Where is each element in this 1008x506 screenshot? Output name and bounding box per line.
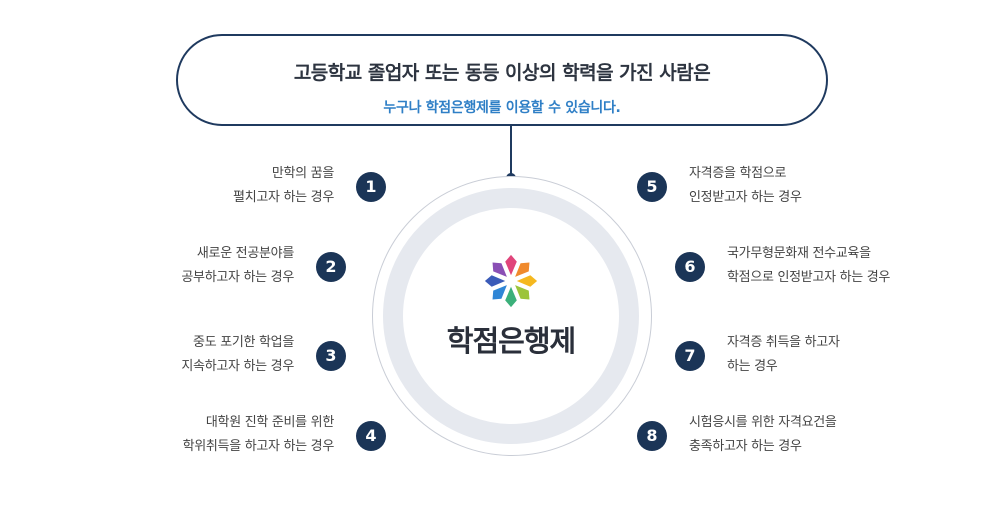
reason-line1: 중도 포기한 학업을 [193, 335, 294, 350]
reason-text-2: 새로운 전공분야를 공부하고자 하는 경우 [94, 242, 294, 290]
reason-number-4: 4 [356, 421, 386, 451]
reason-number-1: 1 [356, 172, 386, 202]
reason-text-1: 만학의 꿈을 펼치고자 하는 경우 [134, 162, 334, 210]
reason-text-8: 시험응시를 위한 자격요건을 충족하고자 하는 경우 [689, 411, 929, 459]
reason-text-5: 자격증을 학점으로 인정받고자 하는 경우 [689, 162, 909, 210]
reason-line2: 하는 경우 [727, 359, 778, 374]
reason-line1: 자격증 취득을 하고자 [727, 335, 840, 350]
reason-line1: 대학원 진학 준비를 위한 [205, 415, 334, 430]
reason-line1: 시험응시를 위한 자격요건을 [689, 415, 837, 430]
reason-line2: 펼치고자 하는 경우 [233, 190, 334, 205]
reason-line2: 지속하고자 하는 경우 [181, 359, 294, 374]
reason-line2: 인정받고자 하는 경우 [689, 190, 802, 205]
flower-logo-icon [484, 254, 538, 308]
reason-number-5: 5 [637, 172, 667, 202]
reason-line2: 충족하고자 하는 경우 [689, 439, 802, 454]
reason-line2: 공부하고자 하는 경우 [181, 270, 294, 285]
reason-line2: 학점으로 인정받고자 하는 경우 [727, 270, 891, 285]
reason-number-3: 3 [316, 341, 346, 371]
eligibility-banner: 고등학교 졸업자 또는 동등 이상의 학력을 가진 사람은 누구나 학점은행제를… [176, 34, 828, 126]
reason-line2: 학위취득을 하고자 하는 경우 [182, 439, 335, 454]
banner-title: 고등학교 졸업자 또는 동등 이상의 학력을 가진 사람은 [293, 62, 711, 84]
reason-text-6: 국가무형문화재 전수교육을 학점으로 인정받고자 하는 경우 [727, 242, 967, 290]
reason-line1: 새로운 전공분야를 [196, 246, 294, 261]
reason-number-6: 6 [675, 252, 705, 282]
reason-text-3: 중도 포기한 학업을 지속하고자 하는 경우 [94, 331, 294, 379]
center-title: 학점은행제 [446, 324, 576, 358]
banner-subtitle: 누구나 학점은행제를 이용할 수 있습니다. [383, 100, 621, 116]
reason-text-7: 자격증 취득을 하고자 하는 경우 [727, 331, 967, 379]
reason-number-7: 7 [675, 341, 705, 371]
reason-text-4: 대학원 진학 준비를 위한 학위취득을 하고자 하는 경우 [114, 411, 335, 459]
connector-line [510, 126, 512, 178]
reason-number-8: 8 [637, 421, 667, 451]
reason-line1: 자격증을 학점으로 [689, 166, 787, 181]
center-ring [383, 188, 639, 444]
reason-line1: 만학의 꿈을 [271, 166, 334, 181]
reason-number-2: 2 [316, 252, 346, 282]
reason-line1: 국가무형문화재 전수교육을 [727, 246, 871, 261]
